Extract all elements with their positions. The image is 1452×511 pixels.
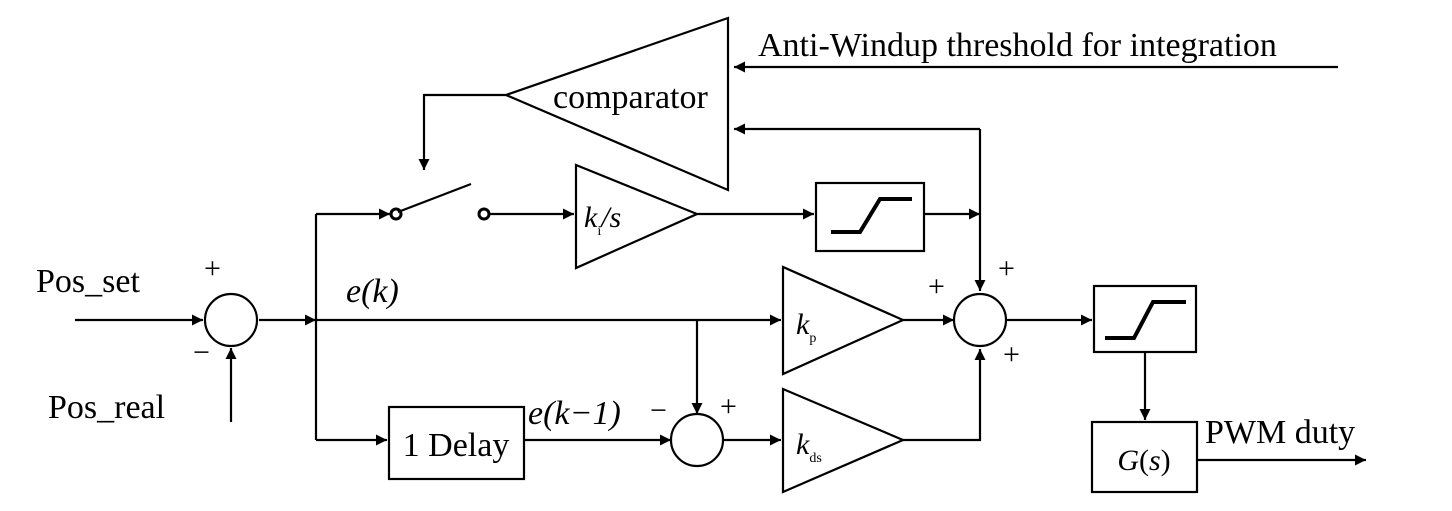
- pos-real-label: Pos_real: [48, 389, 165, 426]
- main-sum-plus-top: +: [998, 252, 1015, 285]
- delay-label: 1 Delay: [403, 427, 510, 464]
- delay-block: 1 Delay: [387, 405, 526, 481]
- comparator-triangle: [502, 16, 730, 192]
- sum2-minus-sign: −: [650, 394, 667, 427]
- output-saturation-icon: [1105, 300, 1186, 340]
- wire-kds-to-main-sum: [903, 349, 986, 442]
- error-label: e(k): [346, 273, 399, 310]
- main-sum-plus-left: +: [928, 270, 945, 303]
- kds-triangle: [781, 387, 906, 494]
- kds-block: kds: [781, 387, 906, 494]
- switch: [389, 182, 491, 221]
- sum-junction-error: [203, 292, 259, 348]
- pos-set-label: Pos_set: [36, 263, 140, 300]
- plant-label: G(s): [1117, 444, 1170, 477]
- main-sum-plus-bottom: +: [1003, 338, 1020, 371]
- sum1-plus-sign: +: [204, 252, 221, 285]
- ki-block: ki/s: [574, 163, 700, 270]
- error-prev-label: e(k−1): [528, 395, 621, 432]
- comparator-block: comparator: [502, 16, 730, 192]
- kp-block: kp: [781, 265, 906, 376]
- plant-box: [1090, 420, 1199, 494]
- kds-label: kds: [796, 428, 822, 466]
- ki-label: ki/s: [584, 201, 621, 239]
- output-saturation-block: [1092, 284, 1198, 354]
- comparator-label: comparator: [553, 79, 708, 116]
- kp-label: kp: [796, 308, 816, 346]
- plant-block: G(s): [1090, 420, 1199, 494]
- kp-triangle: [781, 265, 906, 376]
- integrator-saturation-block: [814, 181, 926, 253]
- sum-junction-output: [952, 292, 1008, 348]
- sum1-minus-sign: −: [193, 336, 210, 369]
- wire-comparator-to-switch: [418, 93, 506, 170]
- anti-windup-label: Anti-Windup threshold for integration: [758, 27, 1277, 64]
- pwm-duty-label: PWM duty: [1205, 414, 1355, 451]
- sum-junction-derivative: [669, 412, 725, 468]
- wires: [75, 61, 1366, 466]
- sum2-plus-sign: +: [720, 390, 737, 423]
- integrator-saturation-icon: [831, 197, 912, 234]
- switch-right-contact: [477, 207, 491, 221]
- switch-arm: [397, 182, 472, 214]
- ki-triangle: [574, 163, 700, 270]
- delay-box: [387, 405, 526, 481]
